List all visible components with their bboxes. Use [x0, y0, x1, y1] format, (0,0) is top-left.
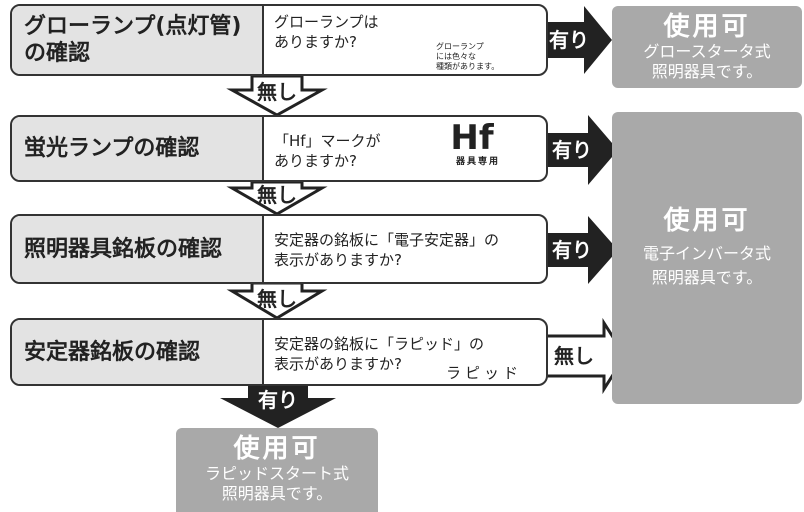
- result-rapid: 使用可 ラピッドスタート式 照明器具です。: [176, 428, 378, 512]
- check-row-ballast: 安定器銘板の確認 安定器の銘板に「ラピッド」の 表示がありますか?: [10, 318, 548, 386]
- yes-label-3: 有り: [552, 238, 592, 262]
- yes-label-down: 有り: [258, 388, 298, 412]
- row-question: 安定器の銘板に「電子安定器」の 表示がありますか?: [274, 231, 500, 269]
- no-arrow-2: [226, 180, 328, 216]
- glow-note: グローランプ には色々な 種類があります。: [436, 42, 500, 71]
- result-desc: グロースタータ式 照明器具です。: [643, 42, 771, 81]
- result-electronic: 使用可 電子インバータ式 照明器具です。: [612, 112, 802, 404]
- no-arrow-3: [226, 281, 328, 320]
- check-row-nameplate: 照明器具銘板の確認 安定器の銘板に「電子安定器」の 表示がありますか?: [10, 214, 548, 284]
- result-desc: 電子インバータ式 照明器具です。: [642, 244, 771, 287]
- result-title: 使用可: [233, 434, 321, 464]
- result-glow: 使用可 グロースタータ式 照明器具です。: [612, 6, 802, 88]
- row-question: 安定器の銘板に「ラピッド」の 表示がありますか?: [274, 335, 485, 373]
- no-arrow-1: [226, 74, 328, 117]
- row-title: 照明器具銘板の確認: [12, 216, 264, 282]
- row-title: グローランプ(点灯管) の確認: [12, 6, 264, 74]
- check-row-glow: グローランプ(点灯管) の確認 グローランプは ありますか?: [10, 4, 548, 76]
- yes-arrow-down: [220, 386, 336, 428]
- no-label-3: 無し: [257, 287, 297, 311]
- row-title: 安定器銘板の確認: [12, 320, 264, 384]
- no-label-right: 無し: [554, 344, 594, 368]
- result-title: 使用可: [663, 206, 751, 236]
- result-desc: ラピッドスタート式 照明器具です。: [204, 464, 349, 503]
- hf-mark-sub: 器具専用: [455, 157, 500, 167]
- yes-label-2: 有り: [552, 138, 592, 162]
- result-title: 使用可: [663, 12, 751, 42]
- row-title: 蛍光ランプの確認: [12, 117, 264, 180]
- no-label-2: 無し: [257, 183, 297, 207]
- rapid-tag: ラピッド: [445, 364, 522, 382]
- yes-arrow-1: [540, 6, 612, 74]
- check-row-hf: 蛍光ランプの確認 「Hf」マークが ありますか?: [10, 115, 548, 182]
- yes-arrow-3: [540, 216, 618, 284]
- yes-label-1: 有り: [549, 28, 589, 52]
- row-question: グローランプは ありますか?: [274, 13, 379, 51]
- yes-arrow-2: [540, 115, 618, 185]
- row-question: 「Hf」マークが ありますか?: [274, 132, 381, 170]
- no-label-1: 無し: [257, 80, 297, 104]
- hf-mark-text: Hf: [450, 118, 494, 158]
